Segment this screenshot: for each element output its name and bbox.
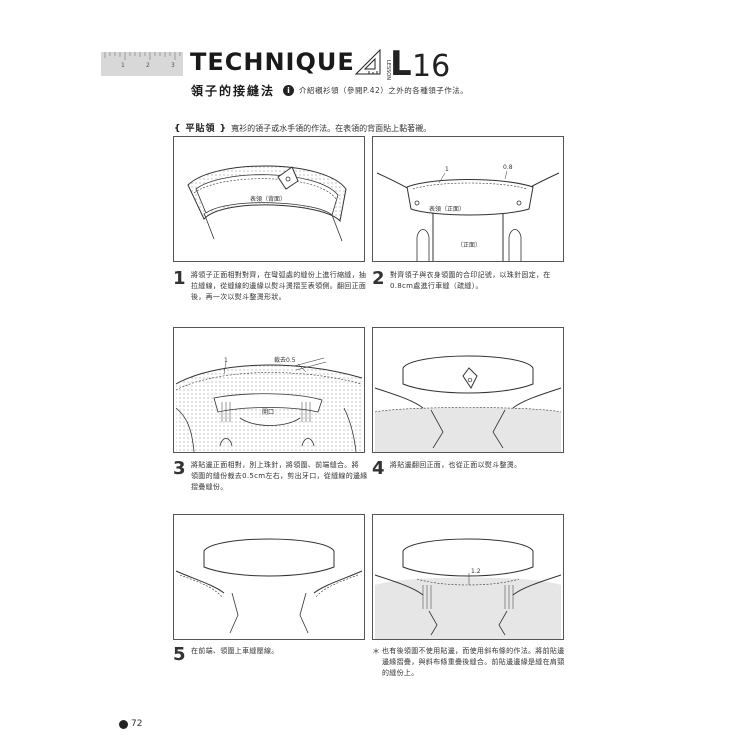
slit-label: 開口 <box>262 409 274 416</box>
step-2: 2 對齊領子與衣身領圍的合印記號，以珠針固定，在 0.8cm處進行車縫（疏縫）。 <box>372 270 567 292</box>
page-title: TECHNIQUE <box>190 48 355 76</box>
illustration-panel-5 <box>173 514 365 640</box>
step-text: 對齊領子與衣身領圍的合印記號，以珠針固定，在 0.8cm處進行車縫（疏縫）。 <box>390 271 551 290</box>
dimension-1: 1 <box>224 357 228 364</box>
collar-reverse-label: 表領（背面） <box>250 195 286 203</box>
illustration-panel-3: 裁去0.5 1 開口 <box>173 327 365 453</box>
step-text: 在前端、領圍上車縫壓線。 <box>191 647 279 655</box>
illustration-panel-6: 1.2 <box>372 514 564 640</box>
page-number: 72 <box>131 719 143 729</box>
dimension-1: 1 <box>445 166 449 173</box>
body-front-label: （正面） <box>457 242 481 249</box>
page-folio: 72 <box>119 719 142 729</box>
illustration-panel-1: 表領（背面） <box>173 136 365 262</box>
step-text: 將貼邊翻回正面，也從正面以熨斗整燙。 <box>390 461 522 469</box>
step-number: 2 <box>372 268 385 289</box>
lesson-badge: LESSON L 16 <box>354 44 450 82</box>
step-number: 1 <box>173 268 186 289</box>
step-text: 將貼邊正面相對，別上珠針，將領圍、前端縫合。將 領圍的縫份裁去0.5cm左右，剪… <box>191 461 368 491</box>
step-1: 1 將領子正面相對對齊，在彎弧處的縫份上進行縮縫，抽 拉縫線，從縫線的邊緣以熨斗… <box>173 270 368 303</box>
facing-sewing-illustration: 裁去0.5 1 開口 <box>175 356 363 452</box>
folio-circle-icon <box>119 719 128 729</box>
step-3: 3 將貼邊正面相對，別上珠針，將領圍、前端縫合。將 領圍的縫份裁去0.5cm左右… <box>173 460 368 493</box>
dimension-0-8: 0.8 <box>503 164 513 171</box>
step-text: 將領子正面相對對齊，在彎弧處的縫份上進行縮縫，抽 拉縫線，從縫線的邊緣以熨斗燙摺… <box>191 271 367 301</box>
illustration-panel-4 <box>372 327 564 453</box>
collar-basting-illustration: 1 0.8 表領（正面） （正面） <box>376 164 560 261</box>
ruler-tick-1: 1 <box>121 62 125 69</box>
collar-reverse-illustration: 表領（背面） <box>187 165 347 242</box>
illustration-panel-2: 1 0.8 表領（正面） （正面） <box>372 136 564 262</box>
section-name: { 平貼領 } <box>174 124 228 134</box>
lesson-number: 16 <box>412 49 450 82</box>
step-5: 5 在前端、領圍上車縫壓線。 <box>173 646 368 664</box>
footnote-marker: ＊ <box>372 647 380 656</box>
ruler-graphic: 1 2 3 <box>101 52 183 76</box>
step-number: 3 <box>173 458 186 479</box>
cut-label: 裁去0.5 <box>274 356 296 364</box>
step-number: 5 <box>173 644 186 665</box>
footnote-text: 也有後領圍不使用貼邊，而使用斜布條的作法。將前貼邊 邊緣摺疊，與斜布條重疊後縫合… <box>382 647 565 677</box>
info-icon: i <box>283 84 295 96</box>
section-heading: { 平貼領 }寬衫的領子或水手領的作法。在表領的背面貼上黏著襯。 <box>174 121 431 134</box>
ruler-tick-2: 2 <box>146 62 150 69</box>
lesson-label: LESSON <box>385 60 391 80</box>
lesson-letter: L <box>390 44 412 82</box>
section-description: 寬衫的領子或水手領的作法。在表領的背面貼上黏著襯。 <box>231 124 432 133</box>
topstitch-illustration <box>175 538 363 634</box>
footnote: ＊ 也有後領圍不使用貼邊，而使用斜布條的作法。將前貼邊 邊緣摺疊，與斜布條重疊後… <box>372 646 582 679</box>
subtitle: 領子的接縫法 <box>191 83 276 98</box>
step-number: 4 <box>372 458 385 479</box>
dimension-1-2: 1.2 <box>471 568 481 575</box>
step-4: 4 將貼邊翻回正面，也從正面以熨斗整燙。 <box>372 460 567 478</box>
subtitle-row: 領子的接縫法 i 介紹襯衫領（參閱P.42）之外的各種領子作法。 <box>191 80 468 100</box>
bias-tape-illustration: 1.2 <box>374 538 562 639</box>
facing-turned-illustration <box>374 355 562 452</box>
intro-note: 介紹襯衫領（參閱P.42）之外的各種領子作法。 <box>299 85 469 95</box>
ruler-tick-3: 3 <box>171 62 175 69</box>
triangle-ruler-icon <box>354 48 381 75</box>
collar-front-label: 表領（正面） <box>429 205 465 213</box>
